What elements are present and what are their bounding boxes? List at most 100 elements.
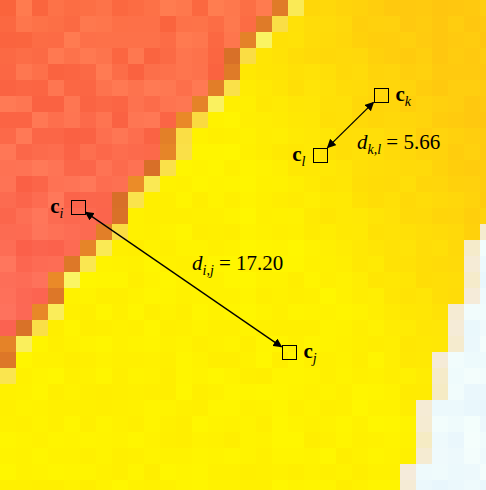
image-pixel <box>16 64 32 80</box>
image-pixel <box>256 432 272 448</box>
image-pixel <box>128 224 144 240</box>
image-pixel <box>304 304 320 320</box>
image-pixel <box>272 96 288 112</box>
image-pixel <box>48 448 64 464</box>
image-pixel <box>176 480 192 490</box>
image-pixel <box>176 80 192 96</box>
image-pixel <box>192 400 208 416</box>
image-pixel <box>48 368 64 384</box>
image-pixel <box>480 96 486 112</box>
image-pixel <box>480 384 486 400</box>
image-pixel <box>416 80 432 96</box>
image-pixel <box>336 192 352 208</box>
image-pixel <box>256 0 272 16</box>
image-pixel <box>48 272 64 288</box>
image-pixel <box>432 96 448 112</box>
color-label: ck <box>396 84 412 105</box>
image-pixel <box>320 384 336 400</box>
image-pixel <box>320 16 336 32</box>
image-pixel <box>384 64 400 80</box>
image-pixel <box>368 160 384 176</box>
image-pixel <box>80 352 96 368</box>
image-pixel <box>160 240 176 256</box>
image-pixel <box>112 336 128 352</box>
image-pixel <box>464 240 480 256</box>
image-pixel <box>448 464 464 480</box>
image-pixel <box>448 352 464 368</box>
image-pixel <box>80 400 96 416</box>
image-pixel <box>480 416 486 432</box>
image-pixel <box>224 48 240 64</box>
image-pixel <box>16 400 32 416</box>
image-pixel <box>320 0 336 16</box>
image-pixel <box>0 432 16 448</box>
image-pixel <box>464 416 480 432</box>
image-pixel <box>448 208 464 224</box>
image-pixel <box>448 480 464 490</box>
image-pixel <box>304 16 320 32</box>
image-pixel <box>0 480 16 490</box>
image-pixel <box>288 256 304 272</box>
image-pixel <box>208 416 224 432</box>
image-pixel <box>112 112 128 128</box>
image-pixel <box>272 112 288 128</box>
image-pixel <box>336 416 352 432</box>
image-pixel <box>336 96 352 112</box>
image-pixel <box>384 432 400 448</box>
image-pixel <box>208 16 224 32</box>
image-pixel <box>320 112 336 128</box>
image-pixel <box>208 448 224 464</box>
image-pixel <box>160 448 176 464</box>
image-pixel <box>240 144 256 160</box>
image-pixel <box>192 336 208 352</box>
image-pixel <box>416 288 432 304</box>
image-pixel <box>304 224 320 240</box>
image-pixel <box>288 416 304 432</box>
image-pixel <box>272 144 288 160</box>
image-pixel <box>176 16 192 32</box>
image-pixel <box>80 480 96 490</box>
image-pixel <box>272 320 288 336</box>
image-pixel <box>368 400 384 416</box>
image-pixel <box>64 400 80 416</box>
image-pixel <box>64 368 80 384</box>
image-pixel <box>320 176 336 192</box>
image-pixel <box>176 288 192 304</box>
image-pixel <box>224 304 240 320</box>
image-pixel <box>336 224 352 240</box>
image-pixel <box>144 480 160 490</box>
image-pixel <box>384 384 400 400</box>
image-pixel <box>16 48 32 64</box>
image-pixel <box>176 112 192 128</box>
image-pixel <box>208 112 224 128</box>
image-pixel <box>432 336 448 352</box>
image-pixel <box>400 432 416 448</box>
image-pixel <box>176 48 192 64</box>
image-pixel <box>480 112 486 128</box>
image-pixel <box>48 80 64 96</box>
image-pixel <box>176 400 192 416</box>
image-pixel <box>256 416 272 432</box>
image-pixel <box>80 64 96 80</box>
image-pixel <box>0 384 16 400</box>
image-pixel <box>192 192 208 208</box>
image-pixel <box>128 432 144 448</box>
image-pixel <box>192 48 208 64</box>
image-pixel <box>240 112 256 128</box>
image-pixel <box>0 128 16 144</box>
image-pixel <box>336 144 352 160</box>
image-pixel <box>32 432 48 448</box>
image-pixel <box>480 144 486 160</box>
image-pixel <box>352 32 368 48</box>
image-pixel <box>352 160 368 176</box>
image-pixel <box>368 384 384 400</box>
image-pixel <box>320 368 336 384</box>
image-pixel <box>240 224 256 240</box>
image-pixel <box>240 64 256 80</box>
image-pixel <box>432 240 448 256</box>
image-pixel <box>192 160 208 176</box>
distance-arrow <box>86 212 282 347</box>
image-pixel <box>336 0 352 16</box>
image-pixel <box>160 320 176 336</box>
